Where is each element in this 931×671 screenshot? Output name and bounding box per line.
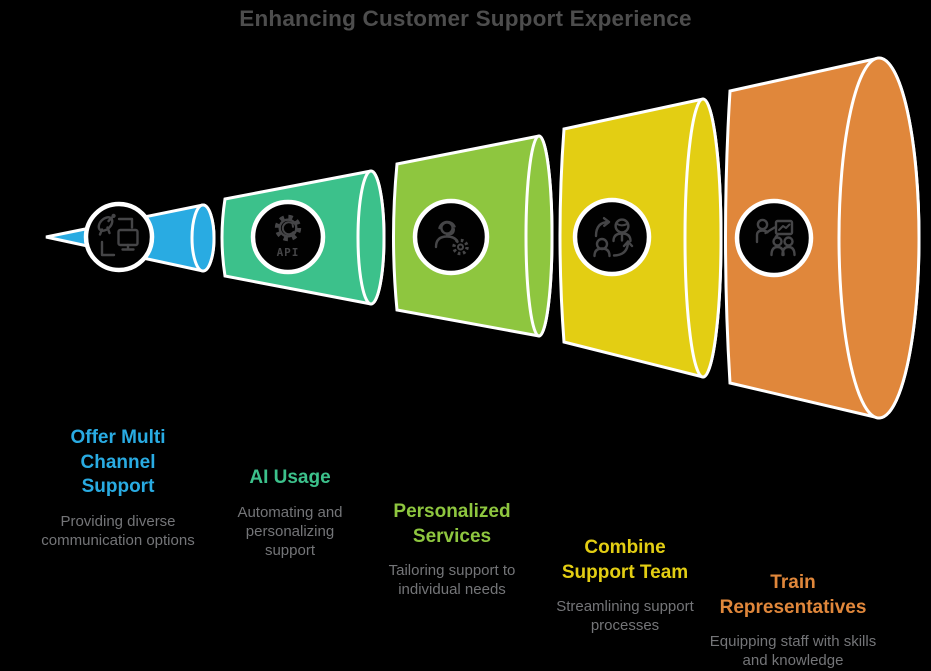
- segment-cap: [356, 169, 386, 306]
- stage-label: Combine Support Team: [561, 537, 689, 583]
- trainer-presentation-icon: [755, 218, 796, 257]
- funnel-diagram: API: [45, 56, 921, 420]
- funnel-segment-personalized: [392, 134, 554, 338]
- stage-label-block-train: Train Representatives Equipping staff wi…: [693, 571, 893, 670]
- stage-label: Offer Multi Channel Support: [70, 427, 166, 497]
- stage-label: Train Representatives: [719, 572, 867, 618]
- stage-description: Automating and personalizing support: [237, 503, 343, 559]
- svg-text:API: API: [277, 246, 300, 259]
- stage-label-block-personalized: Personalized Services Tailoring support …: [352, 500, 552, 599]
- stage-label-block-ai-usage: AI Usage Automating and personalizing su…: [190, 466, 390, 560]
- stage-label: Personalized Services: [393, 501, 511, 547]
- page-title: Enhancing Customer Support Experience: [239, 6, 692, 31]
- funnel-segment-ai-usage: API: [220, 169, 386, 306]
- stage-icon-circle: [572, 197, 652, 277]
- stage-label: AI Usage: [249, 467, 331, 488]
- funnel-segment-multi-channel: [45, 201, 216, 273]
- funnel-segment-combine-team: [558, 97, 723, 379]
- stage-description: Providing diverse communication options: [41, 512, 195, 549]
- segment-cap: [524, 134, 554, 338]
- segment-cap: [190, 203, 216, 273]
- stage-label-block-combine-team: Combine Support Team Streamlining suppor…: [525, 536, 725, 635]
- stage-description: Streamlining support processes: [556, 598, 694, 635]
- funnel-segment-train: [724, 56, 921, 420]
- stage-label-block-multi-channel: Offer Multi Channel Support Providing di…: [18, 426, 218, 550]
- segment-cap: [683, 97, 723, 379]
- people-exchange-icon: [593, 217, 634, 258]
- stage-description: Equipping staff with skills and knowledg…: [709, 633, 877, 670]
- satellite-monitor-icon: [97, 213, 139, 257]
- segment-cap: [837, 56, 921, 420]
- api-gear-icon: API: [274, 214, 302, 259]
- support-agent-gear-icon: [434, 220, 469, 256]
- stage-description: Tailoring support to individual needs: [388, 562, 516, 599]
